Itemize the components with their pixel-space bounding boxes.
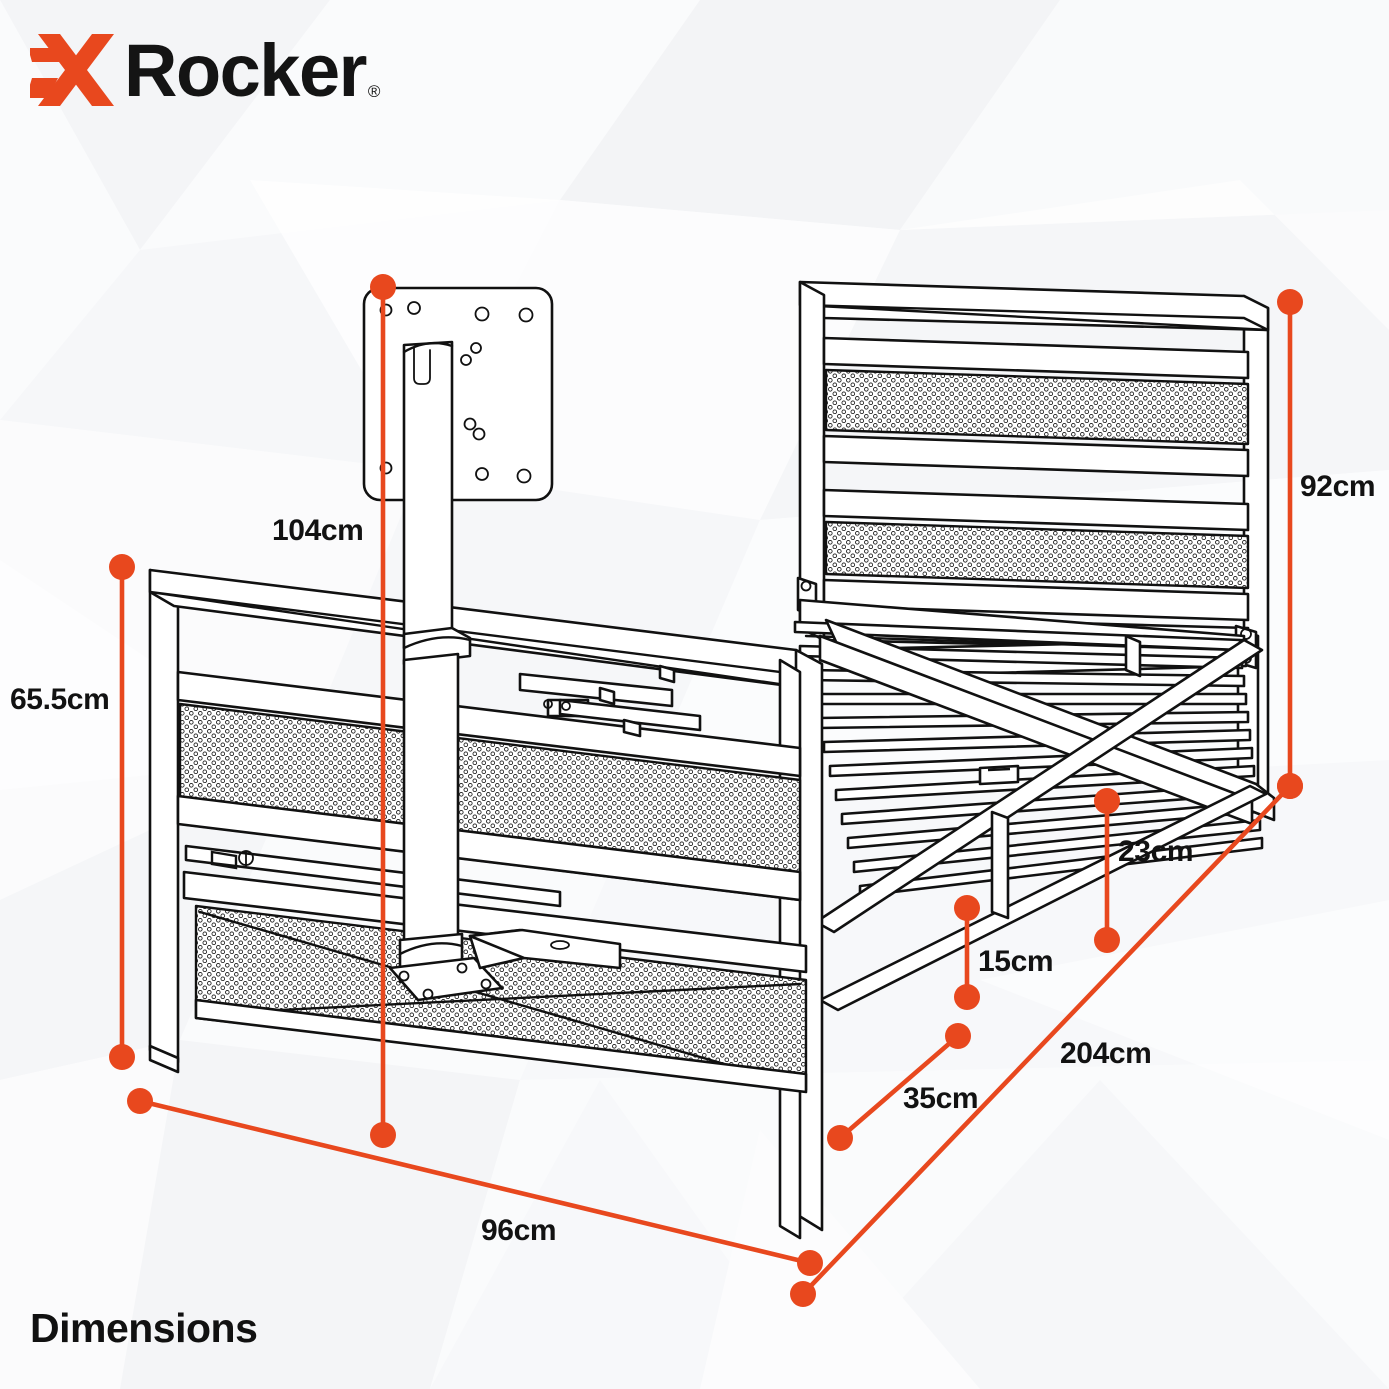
center-support-bracket (518, 664, 702, 738)
dimension-label-height-headboard: 92cm (1300, 470, 1376, 503)
dimension-line-height-tv-mount (370, 274, 396, 1148)
dimension-label-clearance-under-frame: 23cm (1118, 835, 1194, 868)
footboard (148, 568, 824, 1240)
dimension-label-footboard-depth: 35cm (903, 1082, 979, 1115)
dimension-label-height-footboard: 65.5cm (10, 683, 110, 716)
x-rocker-x-mark-icon (30, 34, 114, 106)
dimension-label-bed-length: 204cm (1060, 1037, 1152, 1070)
brand-logo: Rocker ® (30, 28, 380, 114)
brand-name: Rocker (124, 29, 367, 112)
dimension-line-bed-width (127, 1088, 823, 1276)
tv-mount (362, 286, 622, 1002)
dimension-line-bed-length (790, 773, 1303, 1307)
dimension-label-bed-width: 96cm (481, 1214, 557, 1247)
dimension-line-clearance-under-frame (1094, 788, 1120, 953)
page-title: Dimensions (30, 1305, 258, 1351)
dimension-lines (109, 274, 1303, 1307)
dimension-label-height-tv-mount: 104cm (272, 514, 364, 547)
dimension-label-mesh-panel-height: 15cm (978, 945, 1054, 978)
dimension-line-footboard-depth (827, 1023, 971, 1151)
dimension-line-mesh-panel-height (954, 895, 980, 1010)
registered-trademark-icon: ® (367, 82, 381, 101)
dimension-line-height-footboard (109, 554, 135, 1070)
dimension-line-height-headboard (1277, 289, 1303, 799)
bed-platform-slats (546, 598, 1276, 1012)
